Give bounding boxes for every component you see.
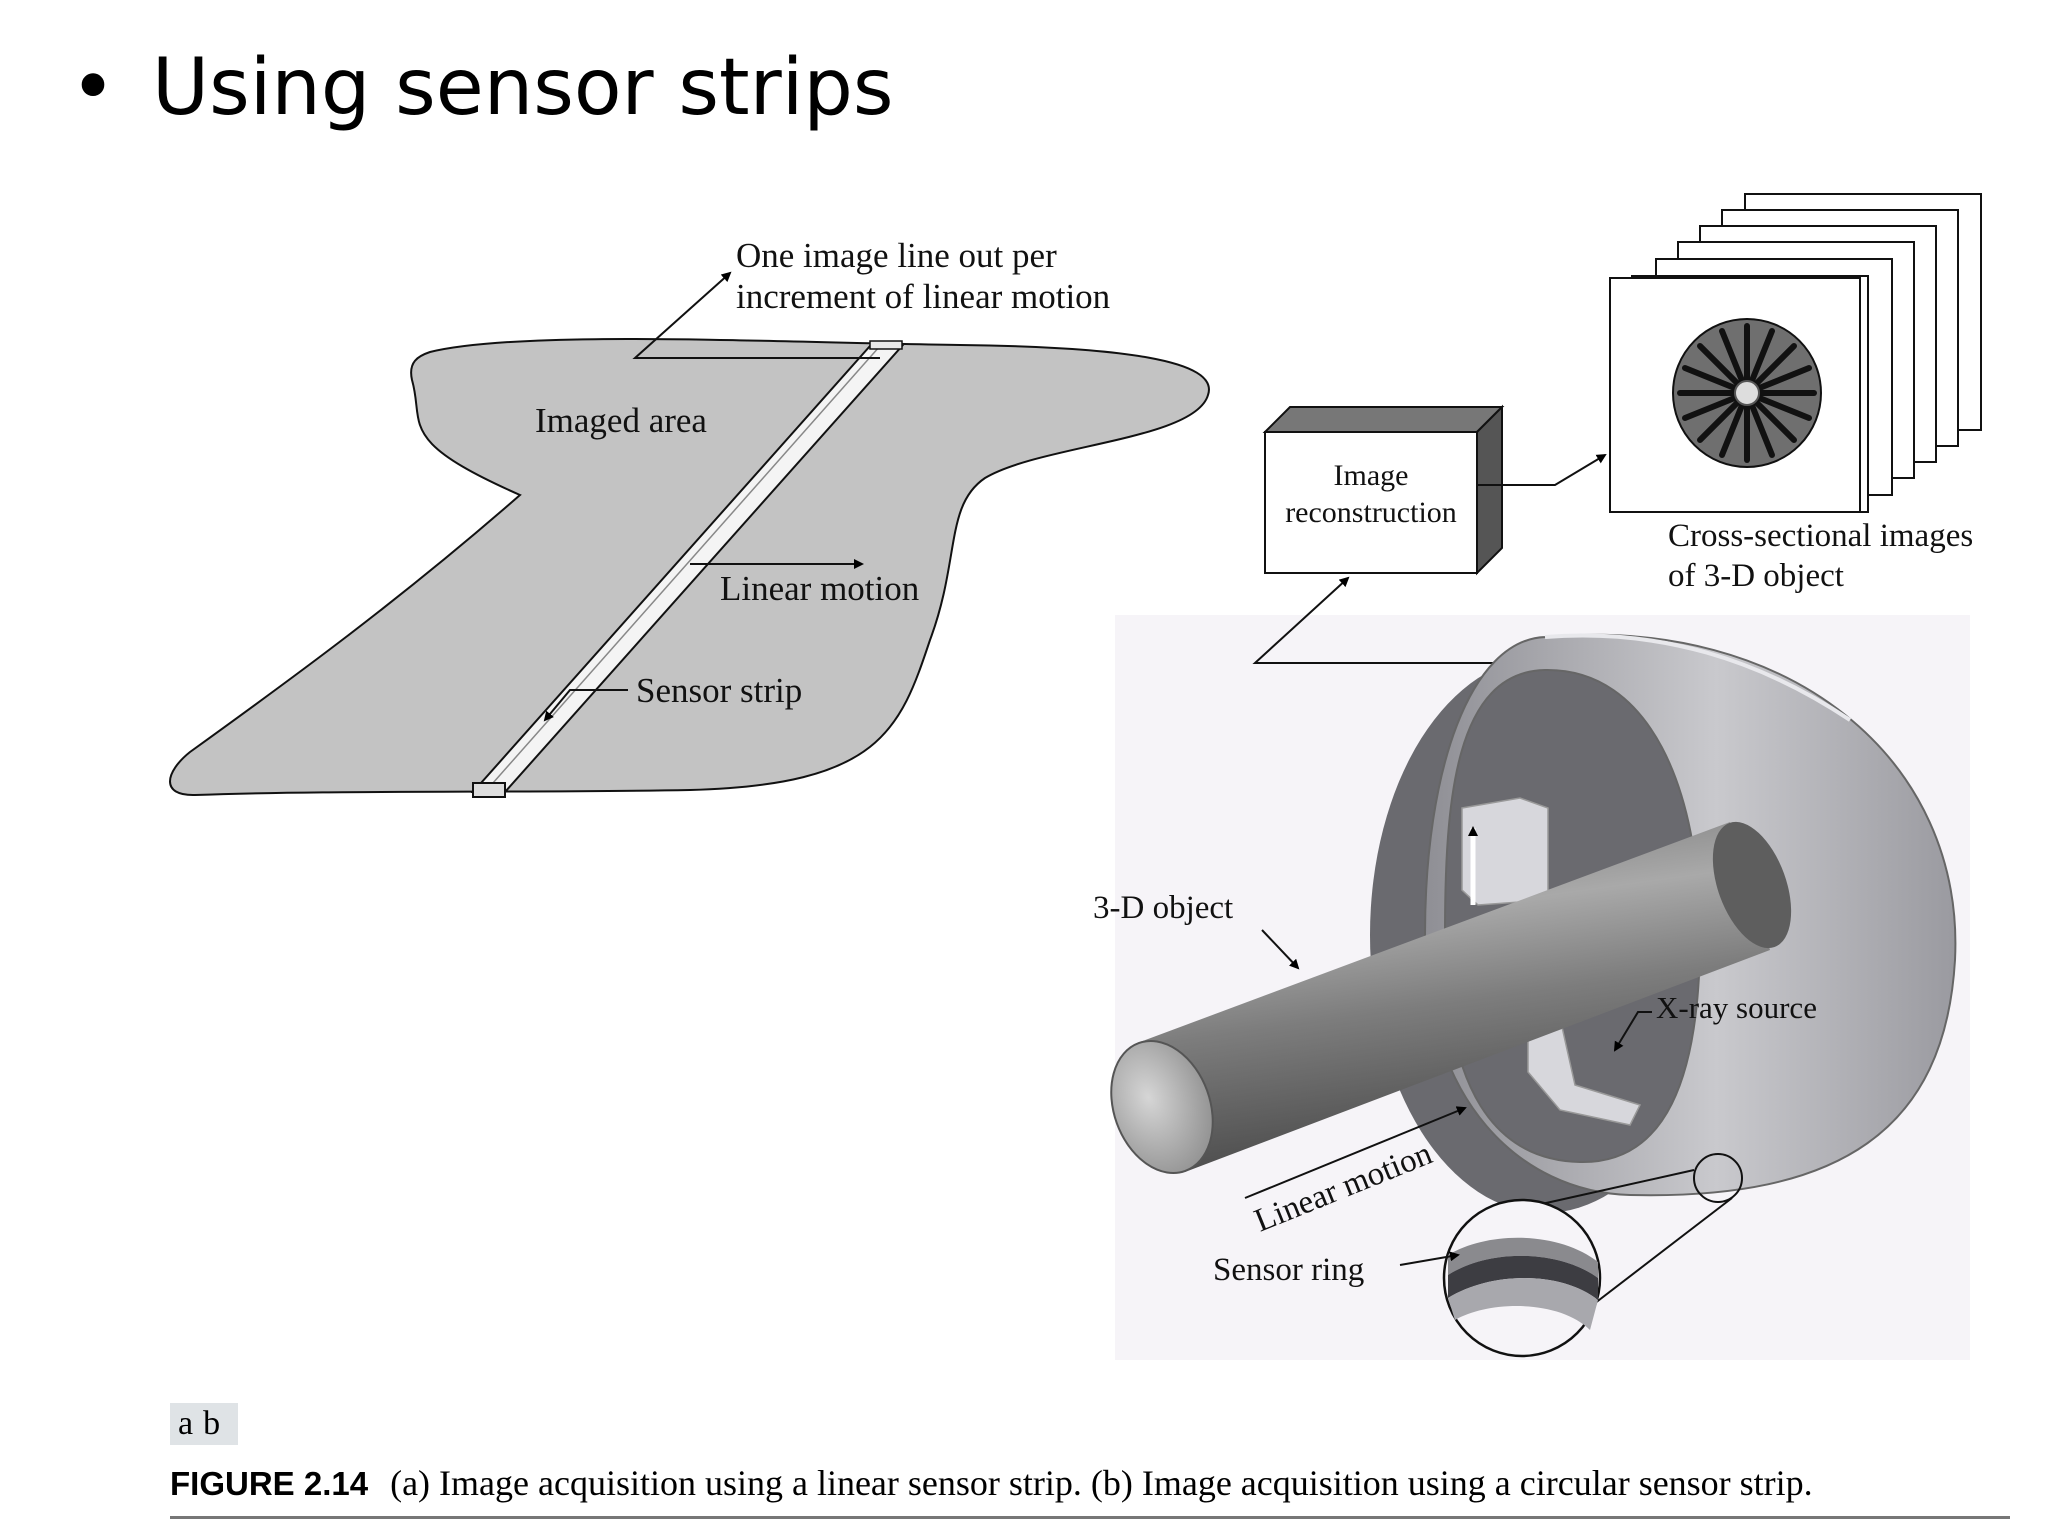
- cross-section-stack: [1609, 193, 1982, 513]
- title-text: Using sensor strips: [152, 43, 894, 133]
- figure-number: FIGURE 2.14: [170, 1465, 369, 1502]
- panel-b-circular-ring: Image reconstruction: [1093, 193, 1982, 1360]
- object-label: 3-D object: [1093, 890, 1233, 926]
- object-leader: [1261, 929, 1300, 970]
- xray-block-bottom: [1527, 1017, 1642, 1126]
- sensor-strip-label: Sensor strip: [636, 671, 802, 710]
- reconstruction-box: [1264, 431, 1478, 574]
- box-to-stack-arrow: [1477, 453, 1607, 486]
- caption-text: (a) Image acquisition using a linear sen…: [390, 1463, 1813, 1503]
- reconstruction-label-line-1: Image: [1334, 459, 1409, 492]
- panel-a-linear-strip: One image line out per increment of line…: [169, 236, 1210, 798]
- reconstruction-label-line-2: reconstruction: [1285, 496, 1457, 529]
- title-bullet: •: [70, 43, 117, 133]
- cylinder-3d-object: [1110, 821, 1792, 1174]
- outer-ring: [1423, 633, 1957, 1197]
- cross-section-label-line-2: of 3-D object: [1668, 558, 1844, 594]
- panel-letters: ab: [170, 1403, 239, 1445]
- output-label-line-2: increment of linear motion: [736, 277, 1110, 316]
- slide-title: • Using sensor strips: [70, 38, 894, 138]
- ring-to-box-arrow: [1252, 576, 1605, 664]
- reconstruction-box-side: [1476, 404, 1503, 576]
- sensor-strip-end: [472, 782, 506, 798]
- linear-motion-arrow-b: [1244, 1106, 1467, 1199]
- cross-section-label-line-1: Cross-sectional images: [1668, 518, 1973, 554]
- reconstruction-box-top: [1262, 406, 1505, 433]
- xray-label: X-ray source: [1656, 990, 1817, 1025]
- linear-motion-label-a: Linear motion: [720, 569, 919, 608]
- sensor-ring-leader: [1399, 1251, 1460, 1266]
- ring-detail-circle-small: [1693, 1153, 1743, 1203]
- figure-caption: FIGURE 2.14 (a) Image acquisition using a…: [170, 1460, 2020, 1507]
- sensor-strip-leader: [543, 689, 628, 722]
- xray-leader: [1613, 1011, 1652, 1052]
- sensor-ring-label: Sensor ring: [1213, 1252, 1364, 1288]
- cylinder-end-cap: [1110, 1040, 1214, 1174]
- output-leader-arrow: [632, 271, 880, 359]
- imaged-area-label: Imaged area: [535, 401, 707, 440]
- caption-rule: [170, 1516, 2010, 1519]
- output-label-line-1: One image line out per: [736, 236, 1057, 275]
